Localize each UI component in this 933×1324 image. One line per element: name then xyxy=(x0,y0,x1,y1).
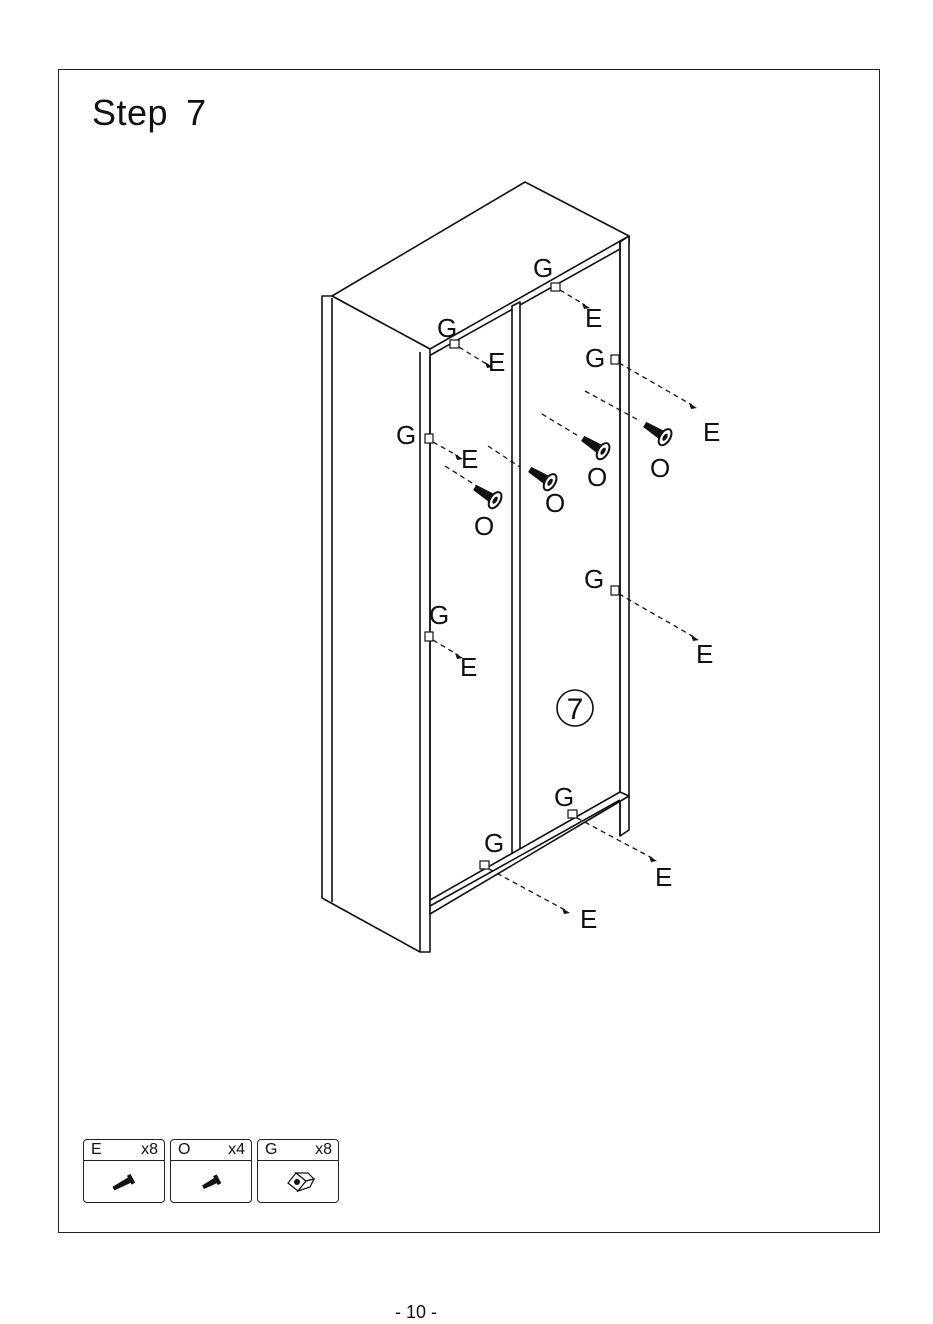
dowel-screws xyxy=(470,417,674,511)
label-g: G xyxy=(484,828,504,858)
svg-text:7: 7 xyxy=(567,693,584,726)
label-g: G xyxy=(584,564,604,594)
part-o-box: O x4 xyxy=(170,1139,252,1203)
middle-divider xyxy=(512,302,520,856)
label-e: E xyxy=(696,639,713,669)
label-e: E xyxy=(703,417,720,447)
part-qty: x8 xyxy=(315,1140,332,1160)
long-screw-icon xyxy=(171,1161,251,1203)
part-e-box: E x8 xyxy=(83,1139,165,1203)
label-e: E xyxy=(585,303,602,333)
label-g: G xyxy=(533,253,553,283)
label-e: E xyxy=(580,904,597,934)
label-g: G xyxy=(396,420,416,450)
label-e: E xyxy=(655,862,672,892)
label-g: G xyxy=(554,782,574,812)
panel-number-badge: 7 xyxy=(557,690,593,726)
parts-legend: E x8 O x4 G x8 xyxy=(83,1139,339,1203)
bottom-plinth xyxy=(430,792,629,914)
label-g: G xyxy=(437,313,457,343)
label-g: G xyxy=(585,343,605,373)
part-qty: x4 xyxy=(228,1140,245,1160)
part-code: O xyxy=(178,1140,190,1160)
label-o: O xyxy=(474,511,494,541)
part-code: G xyxy=(265,1140,277,1160)
part-qty: x8 xyxy=(141,1140,158,1160)
page-number: - 10 - xyxy=(395,1302,437,1323)
label-e: E xyxy=(461,444,478,474)
label-o: O xyxy=(545,488,565,518)
label-e: E xyxy=(488,347,505,377)
label-o: O xyxy=(587,462,607,492)
part-code: E xyxy=(91,1140,102,1160)
screw-icon xyxy=(84,1161,164,1203)
label-o: O xyxy=(650,453,670,483)
left-side-panel xyxy=(322,296,430,952)
corner-connector-icon xyxy=(258,1161,338,1203)
part-g-box: G x8 xyxy=(257,1139,339,1203)
label-e: E xyxy=(460,652,477,682)
right-side-panel xyxy=(620,236,629,836)
screw-paths xyxy=(433,290,694,910)
label-g: G xyxy=(429,600,449,630)
